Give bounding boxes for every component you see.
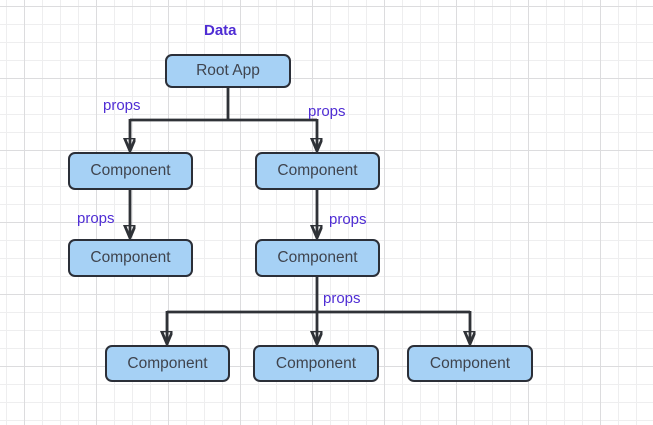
node-component-left-child[interactable]: Component [68,239,193,277]
node-root-app[interactable]: Root App [165,54,291,88]
edge-label-props-4[interactable]: props [329,211,367,228]
node-component-right[interactable]: Component [255,152,380,190]
node-component-bottom-3[interactable]: Component [407,345,533,382]
node-component-bottom-2[interactable]: Component [253,345,379,382]
edge-label-props-3[interactable]: props [77,210,115,227]
node-component-left[interactable]: Component [68,152,193,190]
edge-label-props-2[interactable]: props [308,103,346,120]
edge-label-props-1[interactable]: props [103,97,141,114]
edge-label-props-5[interactable]: props [323,290,361,307]
diagram-title-data[interactable]: Data [204,22,237,39]
node-component-bottom-1[interactable]: Component [105,345,230,382]
node-component-right-child[interactable]: Component [255,239,380,277]
